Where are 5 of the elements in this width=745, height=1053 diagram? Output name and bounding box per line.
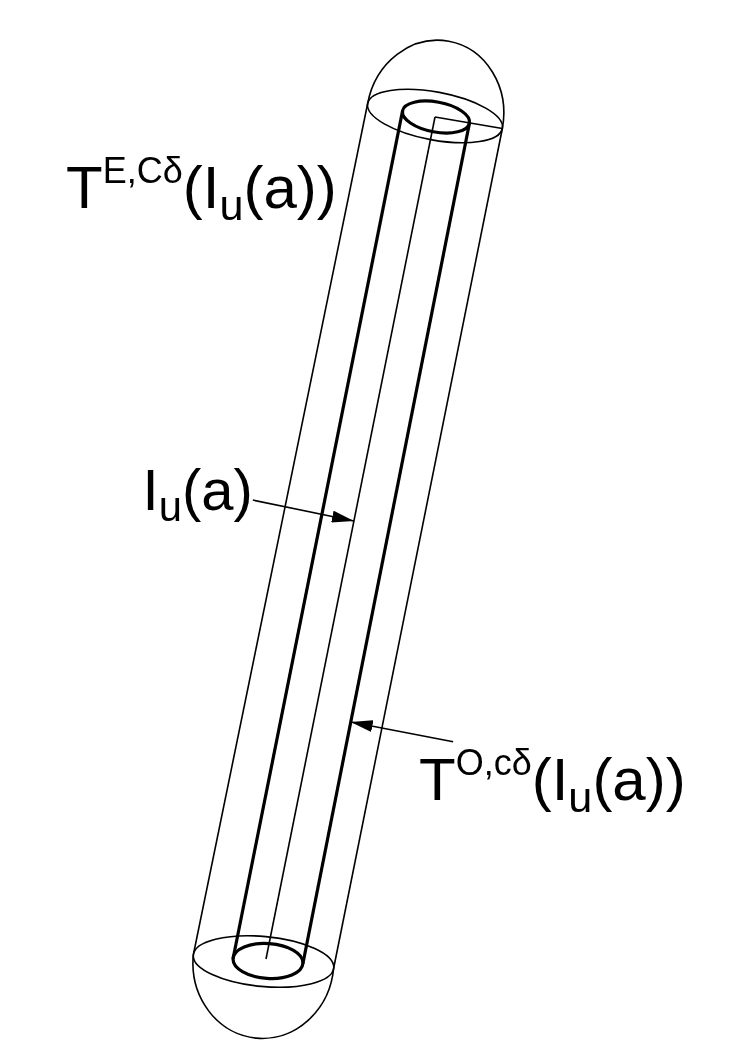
leader-arrow: [349, 720, 454, 743]
leader-arrow: [252, 499, 355, 523]
math-label: I$_{u}$(a): [142, 453, 253, 527]
math-label: T$^{O,cδ}$(I$_{u}$(a)): [419, 741, 686, 817]
math-label: T$^{E,Cδ}$(I$_{u}$(a)): [66, 149, 337, 225]
